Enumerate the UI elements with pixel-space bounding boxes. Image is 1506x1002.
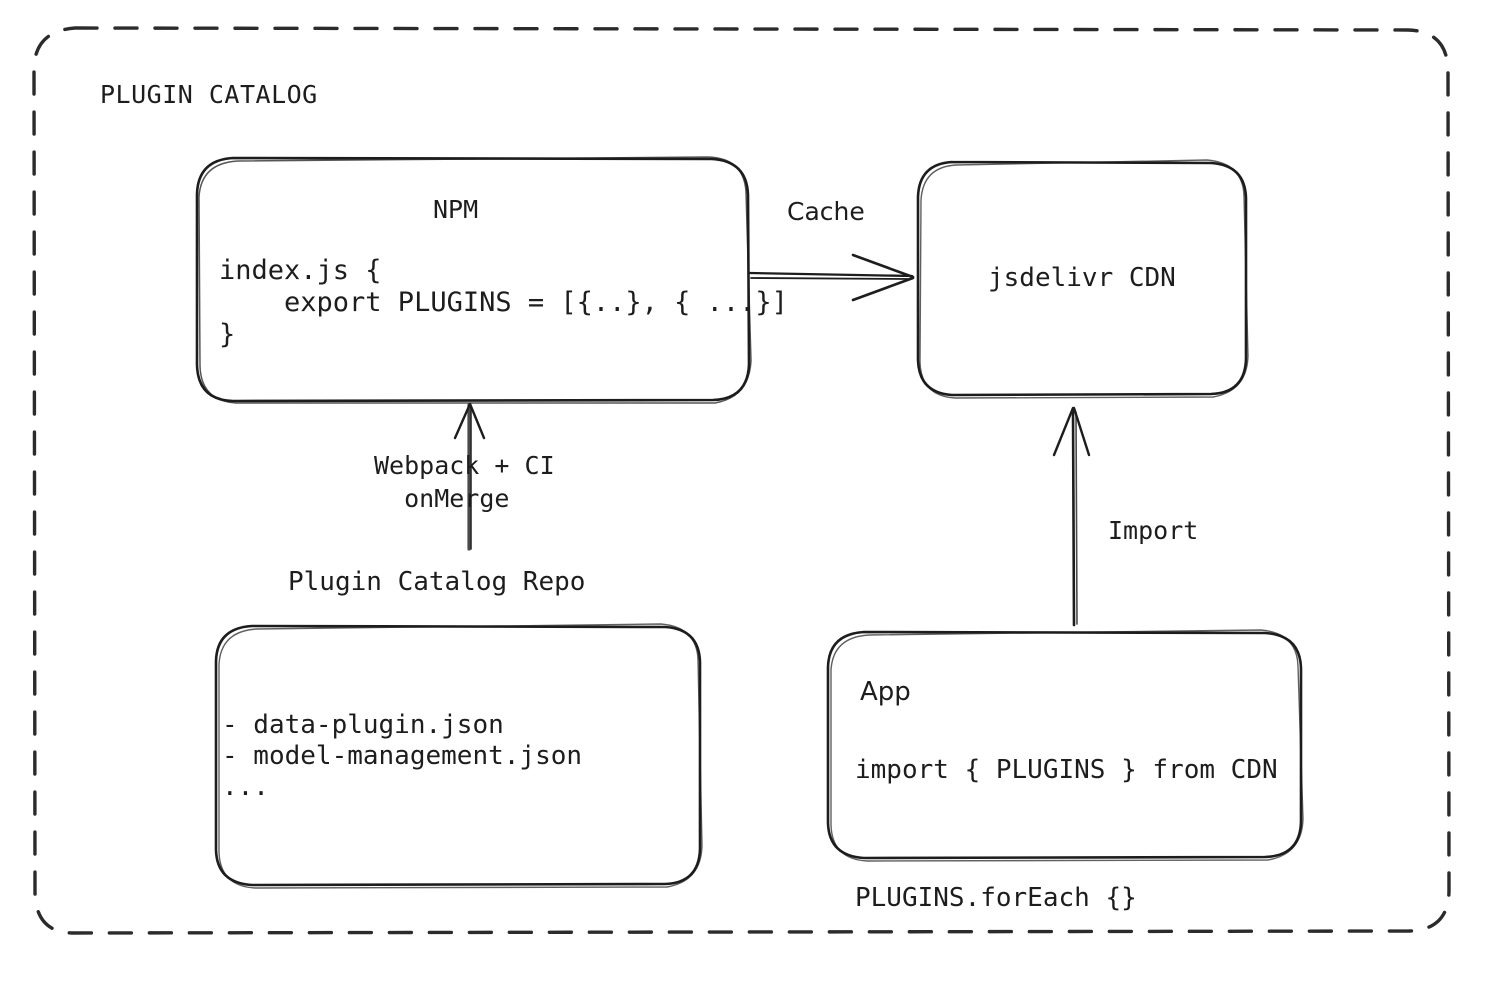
edge-label-import: Import [1108, 516, 1199, 545]
group-title: PLUGIN CATALOG [100, 80, 318, 109]
app-node-title: App [860, 677, 911, 707]
edge-npm-to-cdn [748, 253, 915, 302]
npm-node-title: NPM [433, 195, 479, 224]
npm-node-code: index.js { export PLUGINS = [{..}, { ...… [219, 255, 788, 350]
repo-node-file-list: - data-plugin.json - model-management.js… [222, 710, 583, 802]
app-node-code: import { PLUGINS } from CDN PLUGINS.forE… [855, 755, 1278, 913]
group-container-outline [32, 26, 1451, 935]
cdn-node-outline [916, 159, 1249, 399]
edge-label-webpack-ci-onmerge: Webpack + CI onMerge [374, 451, 555, 513]
app-node-outline [826, 629, 1304, 862]
npm-node-outline [195, 156, 752, 404]
repo-node-outline [214, 623, 703, 889]
repo-node-label: Plugin Catalog Repo [288, 567, 586, 597]
edge-label-cache: Cache [787, 197, 865, 226]
cdn-node-title: jsdelivr CDN [988, 263, 1176, 293]
edge-app-to-cdn [1052, 406, 1091, 627]
edge-repo-to-npm [453, 402, 486, 551]
